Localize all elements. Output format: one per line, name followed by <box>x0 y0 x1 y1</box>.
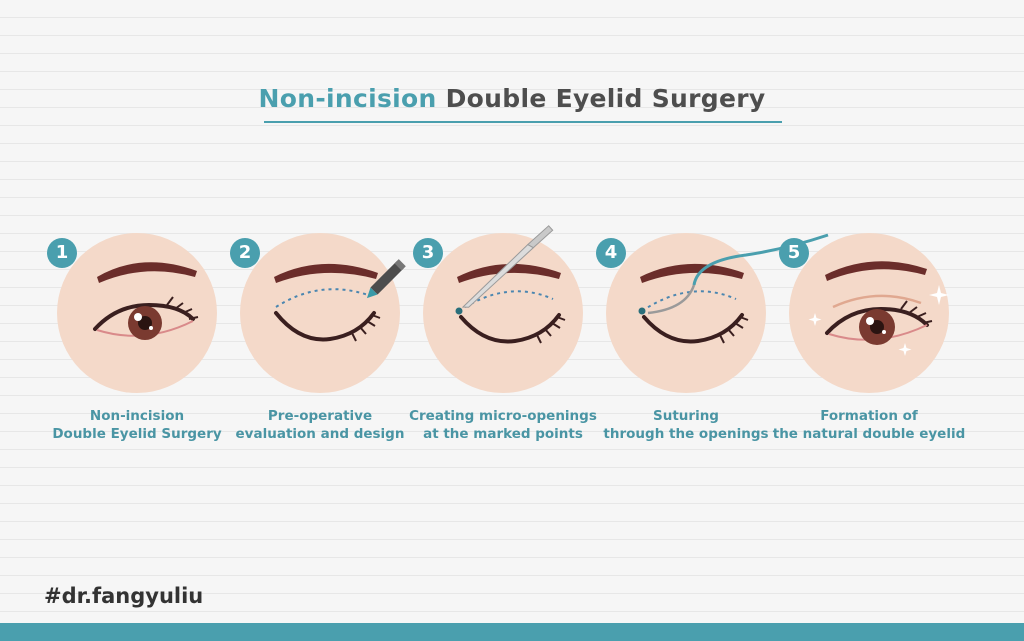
step-3: 3 Creating micro-openings at the marked … <box>409 225 597 453</box>
footer-bar <box>0 623 1024 641</box>
title-rest: Double Eyelid Surgery <box>445 84 766 113</box>
step-2-label-line2: evaluation and design <box>235 426 405 442</box>
step-5-label-line2: the natural double eyelid <box>772 426 966 442</box>
step-2-label: Pre-operative evaluation and design <box>210 407 430 443</box>
page-title: Non-incision Double Eyelid Surgery <box>0 84 1024 113</box>
step-1-label: Non-incision Double Eyelid Surgery <box>27 407 247 443</box>
eye-suturing-icon <box>638 233 829 344</box>
step-3-label-line2: at the marked points <box>423 426 583 442</box>
step-2: 2 Pre-operative evaluation and design <box>230 233 410 453</box>
eye-design-icon <box>274 259 406 342</box>
step-5-label: Formation of the natural double eyelid <box>759 407 979 443</box>
title-underline <box>264 121 782 123</box>
step-3-label-line1: Creating micro-openings <box>409 408 597 424</box>
step-2-label-line1: Pre-operative <box>267 408 373 424</box>
step-1-label-line1: Non-incision <box>89 408 185 424</box>
step-5: 5 Formation of the natural double eyelid <box>773 233 965 453</box>
eye-micro-opening-icon <box>455 225 566 344</box>
step-1-label-line2: Double Eyelid Surgery <box>52 426 222 442</box>
eye-natural-icon <box>93 262 199 340</box>
step-3-circle <box>423 233 583 393</box>
hashtag: #dr.fangyuliu <box>44 584 204 608</box>
step-2-number-badge: 2 <box>230 238 260 268</box>
step-1-number-badge: 1 <box>47 238 77 268</box>
step-4-number-badge: 4 <box>596 238 626 268</box>
step-4-label: Suturing through the openings <box>576 407 796 443</box>
eye-double-eyelid-icon <box>808 261 949 356</box>
step-5-number-badge: 5 <box>779 238 809 268</box>
step-5-label-line1: Formation of <box>820 408 918 424</box>
step-3-number-badge: 3 <box>413 238 443 268</box>
step-4-label-line1: Suturing <box>653 408 719 424</box>
step-1: 1 Non-incision Double Eyelid Surgery <box>47 233 227 453</box>
step-4: 4 Suturing through the openings <box>596 233 829 453</box>
step-4-circle <box>606 233 766 393</box>
step-4-label-line2: through the openings <box>603 426 769 442</box>
step-3-label: Creating micro-openings at the marked po… <box>393 407 613 443</box>
title-accent: Non-incision <box>258 84 437 113</box>
steps-row: 1 Non-incision Double Eyelid Surgery 2 <box>0 225 1024 453</box>
